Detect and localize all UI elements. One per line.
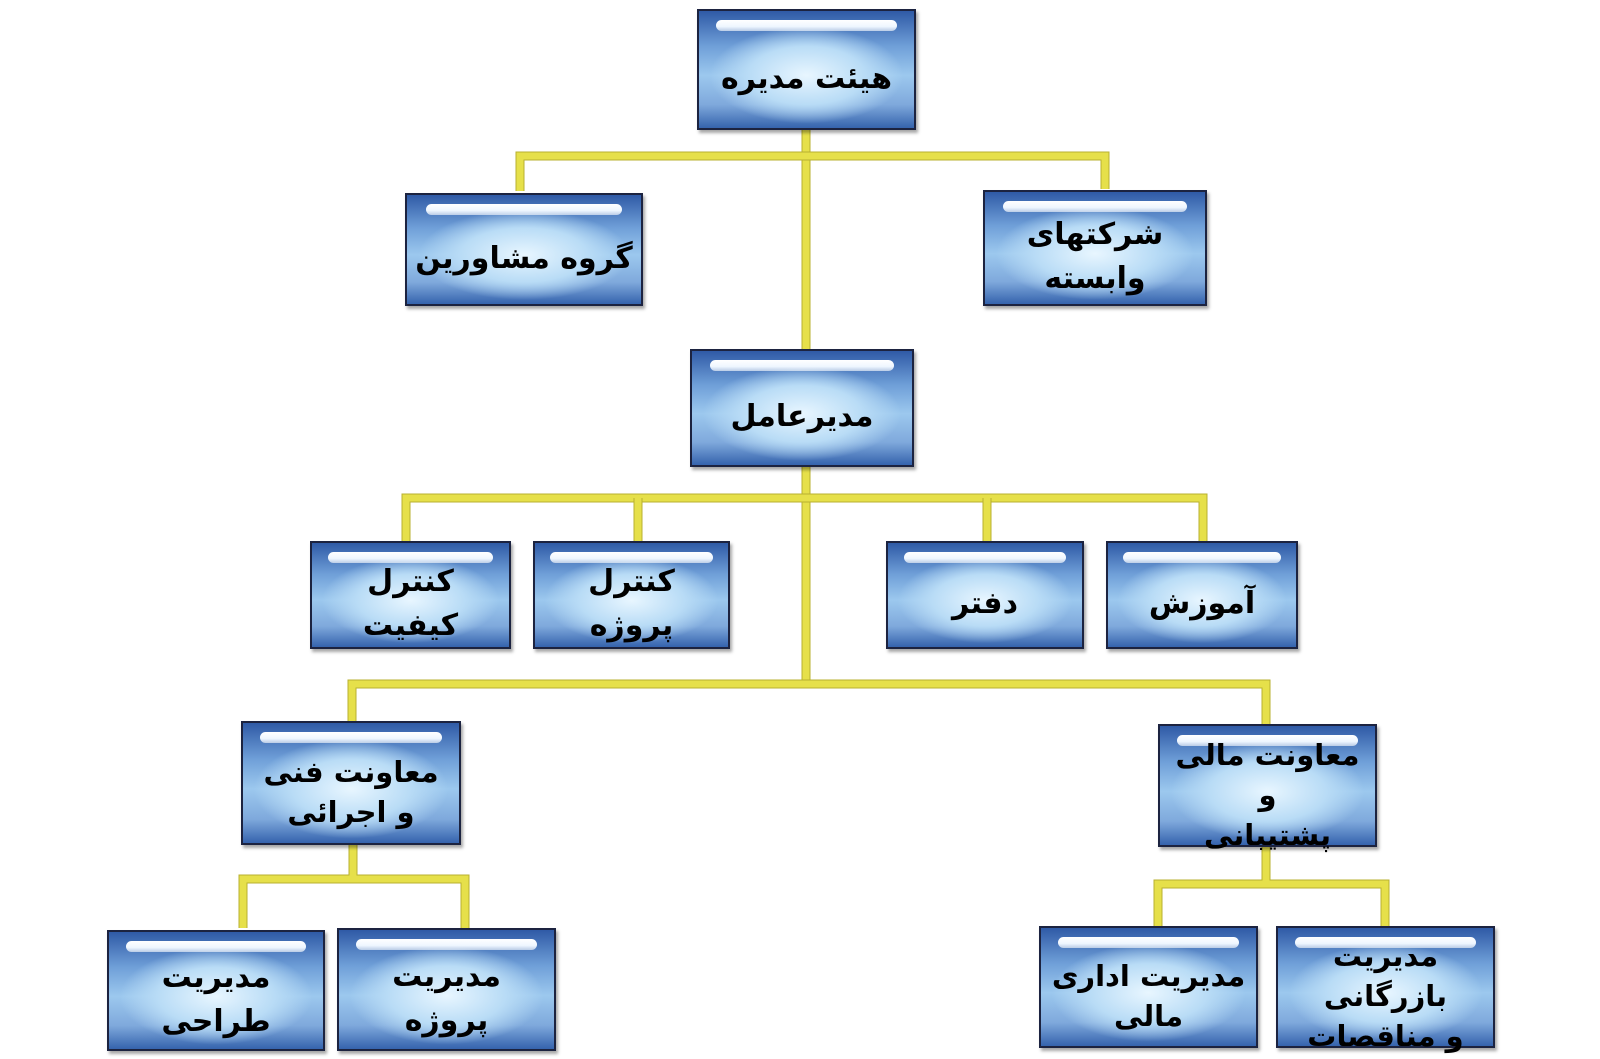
- node-commerce-management-label: مدیریت بازرگانی و مناقصات: [1278, 918, 1493, 1056]
- node-technical-deputy: معاونت فنی و اجرائی: [241, 721, 461, 845]
- node-board: هیئت مدیره: [697, 9, 916, 130]
- node-commerce-management-line2: و مناقصات: [1307, 1019, 1464, 1053]
- node-highlight: [1295, 937, 1476, 948]
- node-highlight: [1058, 937, 1239, 948]
- node-ceo: مدیرعامل: [690, 349, 914, 467]
- node-highlight: [356, 939, 537, 950]
- node-admin-finance-management-line1: مدیریت اداری: [1051, 959, 1246, 993]
- node-training-label: آموزش: [1148, 586, 1256, 621]
- node-highlight: [260, 732, 442, 743]
- node-design-management-label: مدیریت طراحی: [161, 959, 271, 1039]
- node-highlight: [425, 204, 623, 215]
- node-commerce-management: مدیریت بازرگانی و مناقصات: [1276, 926, 1495, 1053]
- node-admin-finance-management-label: مدیریت اداری مالی: [1044, 938, 1253, 1036]
- node-highlight: [903, 552, 1067, 563]
- node-highlight: [709, 360, 895, 371]
- node-project-control: کنترل پروژه: [533, 541, 730, 649]
- node-admin-finance-management: مدیریت اداری مالی: [1039, 926, 1258, 1048]
- node-commerce-management-line1: مدیریت بازرگانی: [1323, 939, 1448, 1013]
- node-office: دفتر: [886, 541, 1084, 649]
- node-board-label: هیئت مدیره: [720, 60, 893, 96]
- node-highlight: [1002, 201, 1188, 212]
- node-highlight: [1123, 552, 1281, 563]
- node-finance-deputy-line1: معاونت مالی و: [1175, 737, 1360, 812]
- node-highlight: [1177, 735, 1358, 746]
- node-highlight: [327, 552, 494, 563]
- node-project-management: مدیریت پروژه: [337, 928, 556, 1051]
- node-highlight: [550, 552, 713, 563]
- node-affiliates: شرکتهای وابسته: [983, 190, 1207, 306]
- node-highlight: [716, 20, 897, 31]
- node-admin-finance-management-line2: مالی: [1113, 999, 1184, 1033]
- node-advisors-label: گروه مشاورین: [415, 240, 633, 276]
- node-project-management-label: مدیریت پروژه: [392, 958, 501, 1038]
- node-project-control-label: کنترل پروژه: [588, 564, 675, 643]
- node-advisors: گروه مشاورین: [405, 193, 643, 306]
- node-finance-deputy-label: معاونت مالی و پشتیبانی: [1160, 717, 1375, 855]
- node-finance-deputy-line2: پشتیبانی: [1203, 817, 1332, 852]
- node-technical-deputy-line2: و اجرائی: [287, 795, 415, 829]
- node-design-management: مدیریت طراحی: [107, 930, 325, 1051]
- node-ceo-label: مدیرعامل: [730, 399, 874, 434]
- node-quality-control: کنترل کیفیت: [310, 541, 511, 649]
- node-highlight: [126, 941, 306, 952]
- node-technical-deputy-label: معاونت فنی و اجرائی: [255, 734, 446, 832]
- node-technical-deputy-line1: معاونت فنی: [263, 755, 439, 789]
- connector-group: [238, 128, 1390, 928]
- node-affiliates-label: شرکتهای وابسته: [1026, 217, 1164, 296]
- node-quality-control-label: کنترل کیفیت: [362, 564, 459, 643]
- node-office-label: دفتر: [952, 586, 1018, 621]
- node-finance-deputy: معاونت مالی و پشتیبانی: [1158, 724, 1377, 852]
- node-training: آموزش: [1106, 541, 1298, 649]
